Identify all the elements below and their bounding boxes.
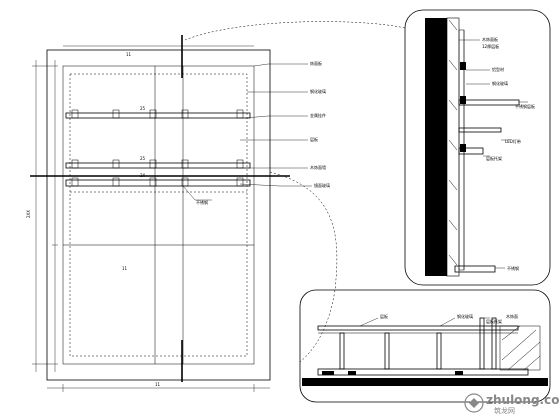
plan-detail-view: 层板 钢化玻璃 层板托架 木饰面 bbox=[299, 289, 551, 403]
plan-label-1: 层板 bbox=[380, 313, 388, 319]
watermark-logo-icon bbox=[464, 393, 484, 413]
section-label-1: 木饰面板 bbox=[482, 36, 498, 42]
section-label-7: 层板托架 bbox=[486, 155, 502, 161]
plan-shelf-bottom bbox=[317, 368, 529, 376]
elevation-leader-5: 木饰面墙 bbox=[250, 164, 326, 170]
section-detail-view: 木饰面板 12厚层板 铝型材 钢化玻璃 不锈钢层板 LED灯带 层板托架 不锈钢 bbox=[404, 9, 551, 286]
plan-shelf-top bbox=[317, 325, 519, 331]
section-label-2: 12厚层板 bbox=[482, 43, 499, 49]
plan-support-2 bbox=[384, 332, 390, 370]
elevation-outer-frame bbox=[46, 49, 271, 381]
elevation-leader-6: 镜面玻璃 bbox=[239, 182, 330, 188]
section-bracket-1 bbox=[460, 62, 466, 70]
elevation-label-4: 层板 bbox=[310, 136, 318, 142]
section-label-8: 不锈钢 bbox=[507, 265, 519, 271]
plan-label-3: 层板托架 bbox=[486, 318, 502, 324]
dim-shelf-gap-a: 25 bbox=[140, 106, 146, 111]
section-label-5: 不锈钢层板 bbox=[515, 103, 535, 109]
plan-label-4: 木饰面 bbox=[506, 313, 518, 319]
plan-label-2: 钢化玻璃 bbox=[457, 313, 473, 319]
elevation-label-3: 金属挂件 bbox=[310, 112, 326, 118]
elevation-label-2: 钢化玻璃 bbox=[310, 88, 326, 94]
elevation-leader-1: 饰面板 bbox=[253, 60, 322, 67]
elevation-label-1: 饰面板 bbox=[310, 60, 322, 66]
dim-height-total: 2XX bbox=[26, 210, 31, 218]
plan-wall-band bbox=[302, 378, 548, 386]
elevation-dashed-outline bbox=[69, 73, 248, 357]
elevation-leader-3: 金属挂件 bbox=[244, 112, 326, 119]
shelf-row-1 bbox=[65, 109, 251, 119]
elevation-label-5: 木饰面墙 bbox=[310, 164, 326, 170]
elevation-leader-7: 不锈钢 bbox=[182, 185, 212, 205]
section-detail-border bbox=[404, 9, 551, 286]
section-shelf-3 bbox=[458, 147, 484, 155]
section-label-4: 钢化玻璃 bbox=[492, 80, 508, 86]
elevation-inner-frame bbox=[62, 65, 255, 365]
shelf-row-3 bbox=[65, 177, 251, 187]
dim-shelf-gap-b: 25 bbox=[140, 156, 146, 161]
elevation-leader-2: 钢化玻璃 bbox=[247, 88, 326, 94]
watermark: zhulong.com 筑龙网 bbox=[464, 393, 560, 415]
elevation-view: 2XX 11 11 11 25 25 2X 饰面板 钢化玻璃 金属挂件 层板 bbox=[26, 35, 330, 392]
dim-shelf-gap-c: 2X bbox=[140, 173, 146, 178]
section-bracket-2 bbox=[460, 96, 466, 104]
section-bracket-3 bbox=[460, 144, 466, 152]
callout-curve-bottom bbox=[269, 171, 338, 363]
watermark-subtitle: 筑龙网 bbox=[494, 406, 515, 415]
section-label-6: LED灯带 bbox=[505, 138, 521, 144]
section-wall bbox=[425, 18, 447, 276]
section-label-3: 铝型材 bbox=[492, 66, 504, 72]
callout-curve-top bbox=[184, 21, 406, 41]
dim-mid-height: 11 bbox=[126, 52, 132, 57]
plan-support-3 bbox=[436, 332, 442, 370]
elevation-leader-4: 层板 bbox=[240, 136, 318, 142]
dim-width-total: 11 bbox=[155, 382, 161, 387]
section-shelf-1 bbox=[458, 99, 520, 106]
shelf-row-2 bbox=[65, 159, 251, 169]
dim-lower-panel: 11 bbox=[122, 266, 128, 271]
section-base bbox=[454, 265, 496, 273]
plan-detail-border bbox=[299, 289, 551, 403]
watermark-title: zhulong.com bbox=[486, 393, 560, 407]
section-wall-finish bbox=[446, 17, 460, 277]
section-shelf-2 bbox=[458, 127, 502, 133]
elevation-label-7: 不锈钢 bbox=[196, 199, 208, 205]
elevation-label-6: 镜面玻璃 bbox=[314, 182, 330, 188]
plan-hatch-box bbox=[499, 325, 541, 371]
plan-support-1 bbox=[339, 332, 345, 370]
